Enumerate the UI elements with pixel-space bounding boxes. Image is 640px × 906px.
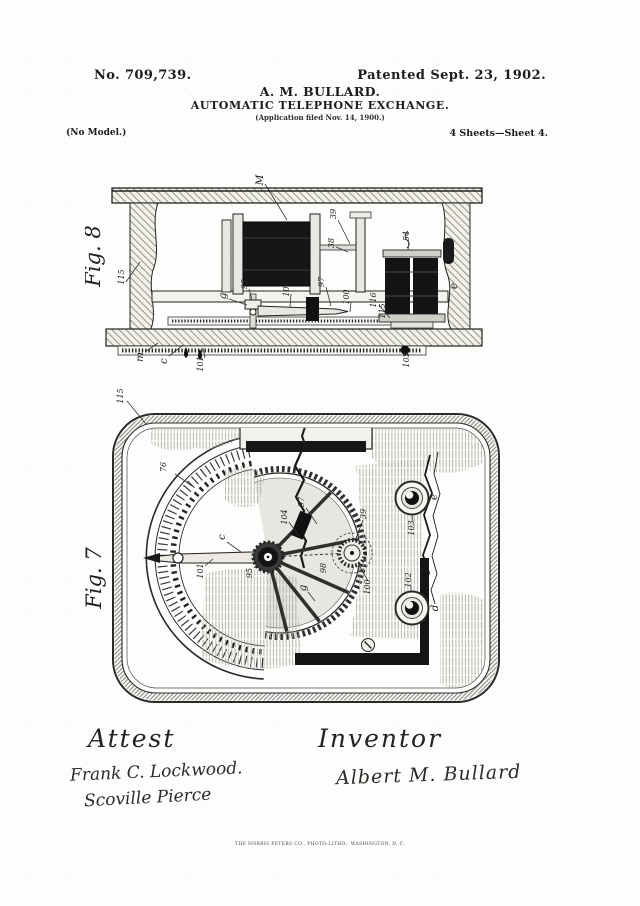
ref-label: 39 (359, 509, 368, 519)
ref-label: c (216, 534, 228, 540)
ref-label: 104 (282, 281, 291, 296)
ref-label: c (158, 358, 170, 364)
ref-label: g (217, 292, 229, 299)
figure-7-caption: Fig. 7 (85, 547, 106, 610)
no-model-note: (No Model.) (66, 128, 127, 138)
terminal-e (394, 480, 430, 522)
electromagnet (378, 230, 454, 329)
ref-label: 95 (245, 568, 254, 578)
fig8-lead-lines (125, 183, 410, 359)
ref-label: 102 (404, 572, 413, 587)
ref-label: 103 (402, 352, 411, 367)
ref-label: 116 (369, 292, 378, 307)
ref-label: 100 (363, 579, 372, 594)
escapement-mechanism (244, 293, 349, 329)
terminal-d (394, 586, 430, 626)
attest-heading: Attest (88, 724, 176, 753)
ref-label: 76 (159, 462, 168, 472)
patent-title: AUTOMATIC TELEPHONE EXCHANGE. (190, 99, 450, 112)
ref-label: 115 (378, 303, 387, 318)
witness-signature-1: Frank C. Lockwood. (69, 758, 243, 786)
pinion-gear (331, 532, 373, 574)
ref-label: 115 (116, 388, 125, 403)
case-top-board (111, 187, 483, 204)
fig7-lead-lines (174, 473, 369, 602)
ref-label: 39 (329, 209, 338, 219)
shelf-plate (151, 290, 449, 303)
ref-label: 101 (196, 563, 205, 578)
motor-coil (221, 213, 321, 295)
witness-signature-2: Scoville Pierce (83, 784, 212, 812)
ref-label: g (297, 584, 309, 591)
ref-label: d (429, 604, 441, 611)
ref-label: 97 (317, 276, 326, 287)
ref-label: 104 (280, 509, 289, 524)
figure-7-drawing: 115 76 97 104 39 98 g c 101 95 100 103 e… (85, 388, 500, 703)
ref-label: e (448, 283, 460, 289)
figure-8-caption: Fig. 8 (85, 225, 105, 287)
ref-label: 100 (342, 289, 351, 304)
inventor-signature: Albert M. Bullard (335, 760, 522, 790)
ref-label: 103 (407, 520, 416, 535)
wheel-hub (251, 540, 285, 574)
center-dashed-line (267, 552, 353, 558)
case-base-board (105, 328, 483, 356)
ref-label: 101 (196, 356, 205, 371)
ref-label: 98 (319, 563, 328, 573)
lithographer-line: THE NORRIS PETERS CO., PHOTO-LITHO., WAS… (234, 841, 406, 847)
inventor-name-heading: A. M. BULLARD. (259, 84, 381, 99)
application-filed-note: (Application filed Nov. 14, 1900.) (255, 113, 385, 122)
ref-label: 115 (117, 269, 126, 284)
ref-label: M (254, 174, 266, 186)
ref-label: 38 (327, 238, 336, 248)
patent-date: Patented Sept. 23, 1902. (357, 68, 546, 83)
case-lead-line (126, 400, 147, 425)
ref-label: 97 (297, 496, 306, 507)
inventor-heading: Inventor (318, 724, 443, 753)
contact-knobs (184, 345, 410, 360)
figure-8-drawing: M 39 38 54 115 g 95 104 97 100 116 115 e… (85, 174, 483, 372)
ref-label: 54 (402, 231, 411, 241)
ref-label: e (428, 494, 440, 500)
sheet-count-note: 4 Sheets—Sheet 4. (449, 128, 548, 139)
ref-label: m (134, 352, 146, 362)
case-left-wall (129, 202, 159, 332)
case-right-wall (441, 202, 471, 332)
patent-number: No. 709,739. (94, 68, 192, 83)
ref-label: 95 (240, 279, 249, 289)
link-rod (319, 211, 372, 293)
